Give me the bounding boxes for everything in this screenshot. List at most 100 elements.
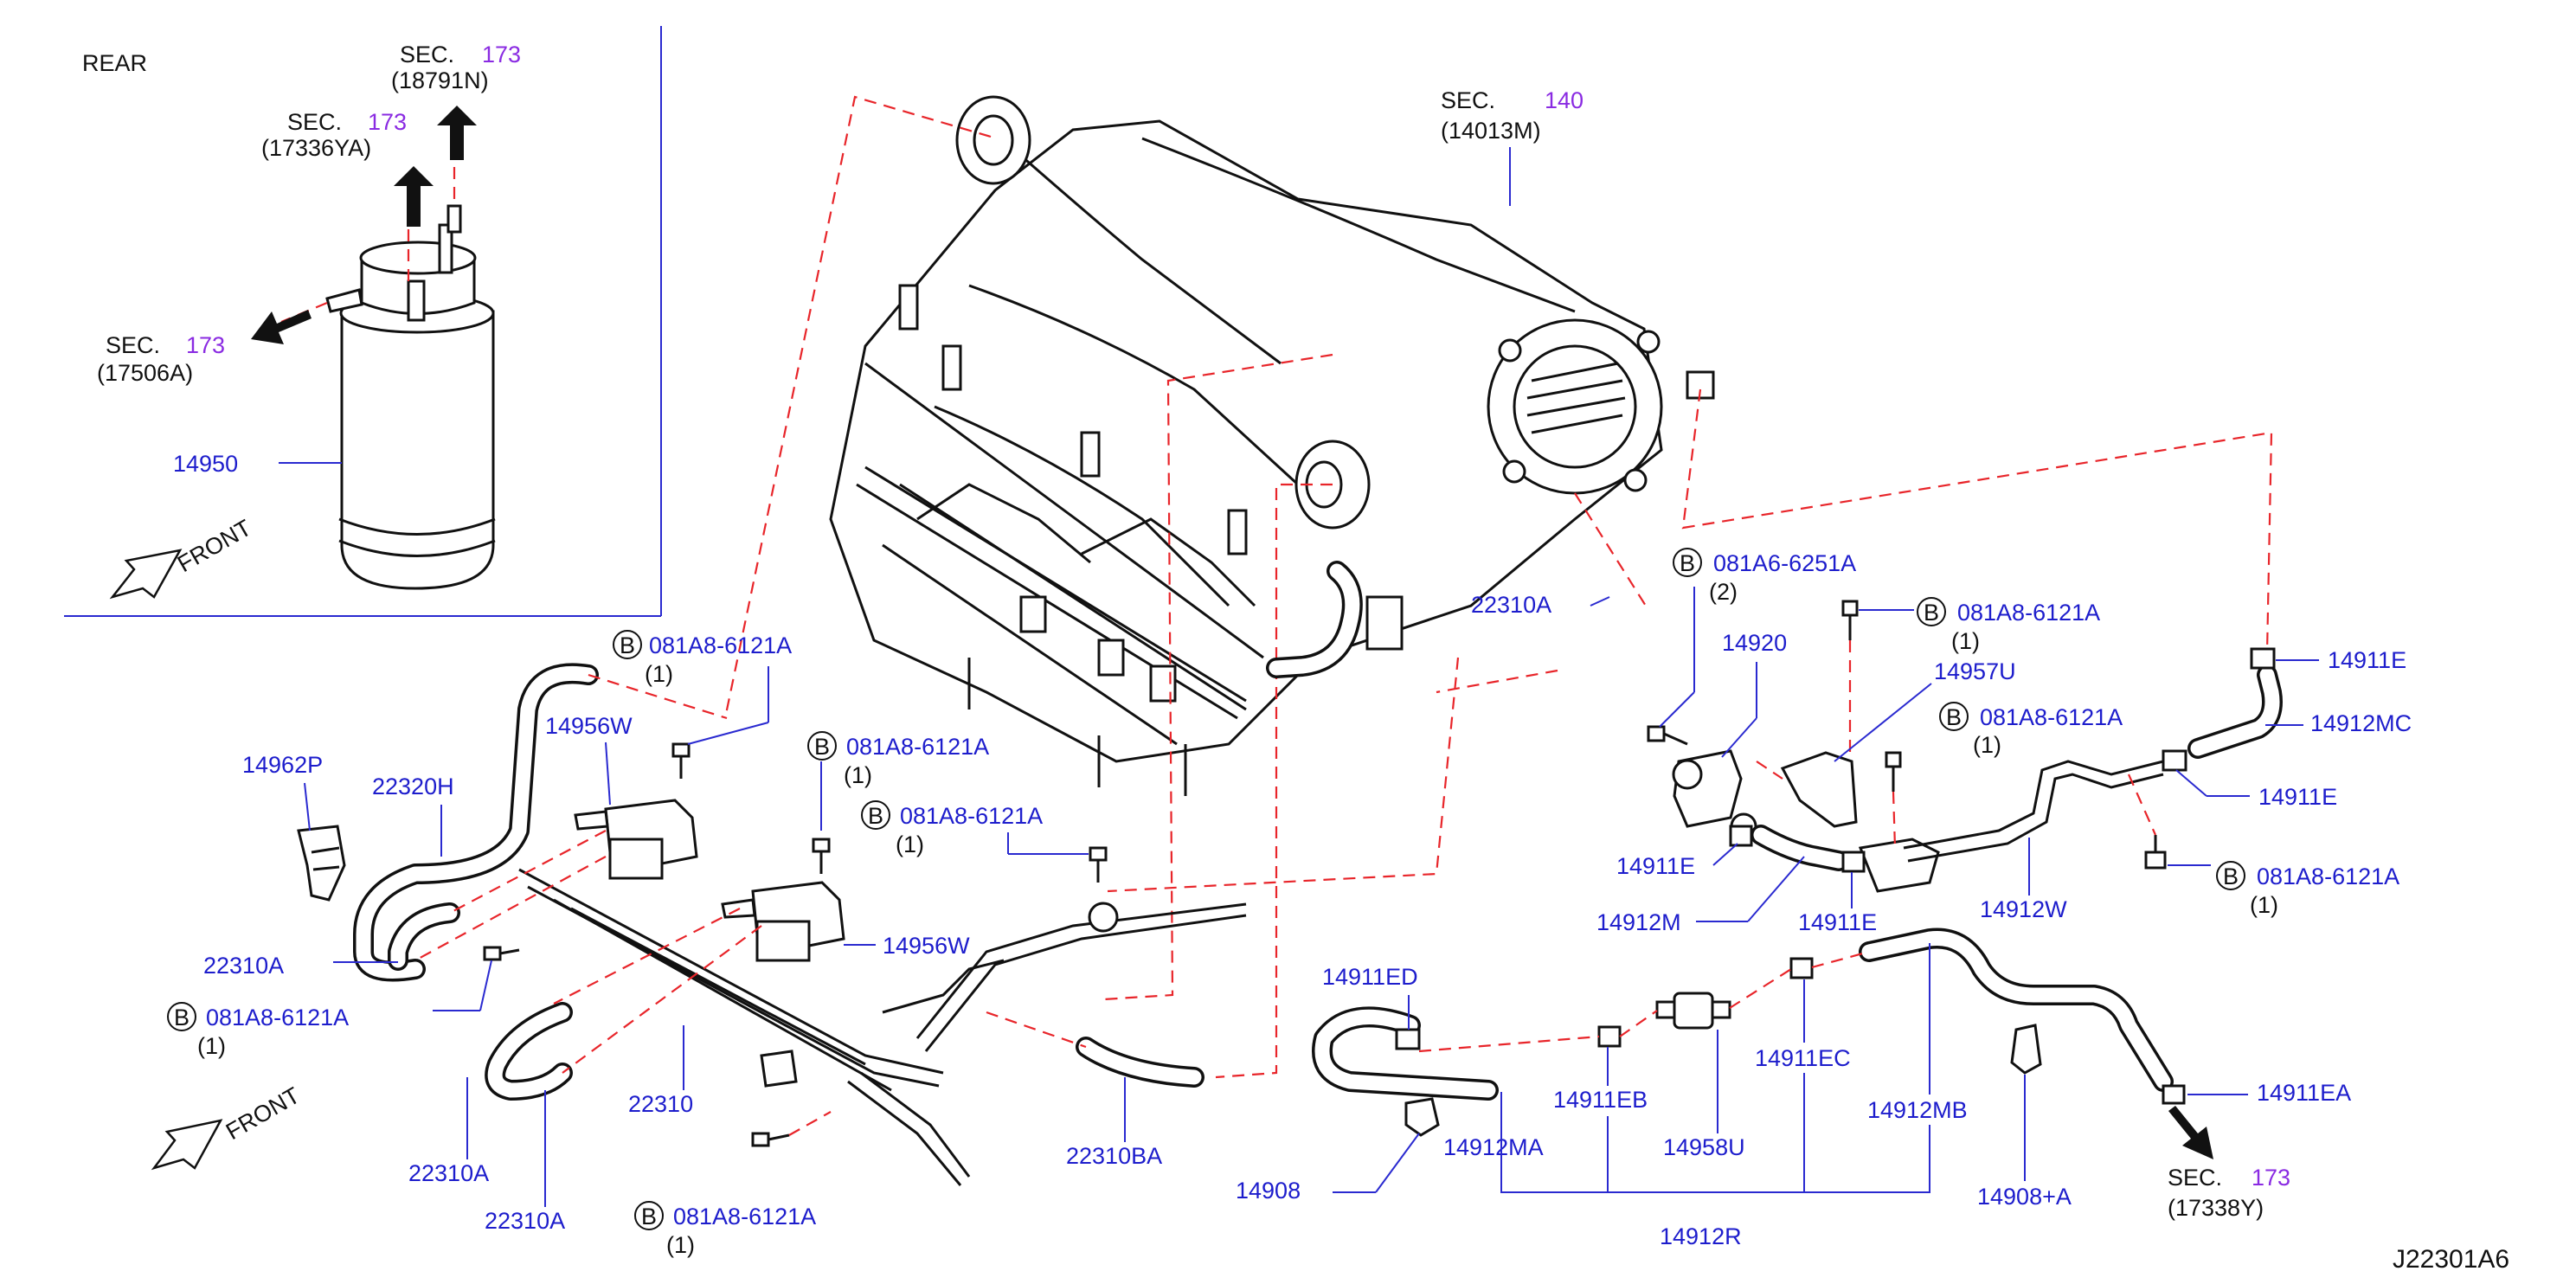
dash-r2 [1892,791,1897,849]
inset-sec-18791n-num[interactable]: 173 [482,42,521,67]
leader-14912r-bracket [1500,1125,1930,1193]
bolt-icon[interactable] [2144,835,2167,870]
label-22320h[interactable]: 22320H [372,774,454,799]
callout-bolt-6[interactable]: B 081A8-6121A (1) [1917,597,2100,654]
callout-bolt-5[interactable]: B 081A8-6121A (1) [634,1201,816,1258]
label-14911e-2[interactable]: 14911E [2258,784,2337,810]
clamp-14911ec[interactable] [1789,957,1814,979]
clamp-14911ea[interactable] [2162,1084,2186,1105]
label-14912ma[interactable]: 14912MA [1443,1134,1544,1160]
hose-22310a-u[interactable] [485,1002,573,1101]
callout-bolt-3[interactable]: B 081A8-6121A (1) [861,800,1043,857]
label-22310a-1[interactable]: 22310A [203,953,284,979]
hose-14912ma[interactable] [1312,1006,1499,1101]
throttle-body[interactable] [1487,318,1715,495]
label-14912mb[interactable]: 14912MB [1867,1097,1968,1123]
sec-140-code: (14013M) [1441,118,1541,144]
bolt-icon[interactable] [671,742,691,779]
label-14908[interactable]: 14908 [1236,1178,1301,1204]
clamp-14911e-a[interactable] [2250,647,2276,670]
solenoid-14956w-a[interactable] [574,799,698,880]
clamp-14911ed[interactable] [1395,1028,1421,1050]
intake-manifold-assembly[interactable] [829,95,1715,796]
bolt-icon[interactable] [1885,751,1902,792]
label-14911ec[interactable]: 14911EC [1755,1045,1851,1071]
label-14912m[interactable]: 14912M [1596,909,1681,935]
label-14911ed[interactable]: 14911ED [1322,964,1418,990]
valve-14920[interactable] [1672,749,1757,840]
label-22310a-4[interactable]: 22310A [1471,592,1551,618]
label-14962p[interactable]: 14962P [242,752,323,778]
bolt-icon[interactable] [1647,725,1688,746]
sec-173-code: (17338Y) [2168,1195,2264,1221]
clamp-14911eb[interactable] [1597,1025,1622,1048]
callout-bolt-1[interactable]: B 081A8-6121A (1) [613,630,792,687]
intake-port[interactable] [955,95,1031,185]
label-22310a-2[interactable]: 22310A [408,1160,489,1186]
label-14911ea[interactable]: 14911EA [2257,1080,2351,1106]
pipe-14912w[interactable] [1903,760,2164,863]
grommet-14908[interactable] [1404,1097,1440,1137]
callout-bolt-0[interactable]: B 081A6-6251A (2) [1673,548,1856,605]
callout-bolt-8[interactable]: B 081A8-6121A (1) [2216,861,2399,918]
bolt-icon[interactable] [751,1132,790,1147]
label-14958u[interactable]: 14958U [1663,1134,1745,1160]
sec-140-num[interactable]: 140 [1545,87,1584,113]
bolt-icon[interactable] [812,838,831,874]
clamp-14911e-c[interactable] [1729,825,1753,847]
label-14911e-1[interactable]: 14911E [2328,647,2406,673]
hose-22310a-left[interactable] [388,902,460,971]
dash-ref-g [1436,669,1558,694]
callout-bolt-7[interactable]: B 081A8-6121A (1) [1939,702,2123,758]
label-14950[interactable]: 14950 [173,451,238,477]
bolt-icon[interactable] [1089,846,1108,883]
bracket-22310[interactable] [518,868,971,1186]
label-22310[interactable]: 22310 [628,1091,693,1117]
label-14912mc[interactable]: 14912MC [2310,710,2412,736]
callout-bolt-2[interactable]: B 081A8-6121A (1) [807,731,989,788]
clamp-14911e-d[interactable] [1841,851,1866,873]
bolt-icon[interactable] [483,946,520,961]
label-14911e-3[interactable]: 14911E [1616,853,1695,879]
label-14956w-a[interactable]: 14956W [545,713,633,739]
label-14920[interactable]: 14920 [1722,630,1787,656]
clamp-14911e-b[interactable] [2162,749,2187,772]
label-14912r[interactable]: 14912R [1660,1223,1742,1249]
hose-14912mb[interactable] [1859,928,2174,1092]
inset-sec-17336ya-num[interactable]: 173 [368,109,407,135]
hose-14912m[interactable] [1751,825,1849,871]
label-22310ba[interactable]: 22310BA [1066,1143,1162,1169]
hose-22320h[interactable] [353,663,599,982]
clip-14962p[interactable] [297,825,346,902]
bracket-14912w[interactable] [1858,838,1940,893]
solenoid-14956w-b[interactable] [721,881,845,962]
clip-14908a[interactable] [2010,1024,2042,1075]
pipe-22310ba[interactable] [882,902,1247,1052]
label-14956w-b[interactable]: 14956W [883,933,970,959]
label-14957u[interactable]: 14957U [1934,658,2016,684]
inset-front-label: FRONT [173,515,256,577]
bolt-part-number: 081A8-6121A [206,1005,349,1030]
sec-173-num[interactable]: 173 [2252,1165,2290,1191]
dash-r7 [1729,968,1792,1009]
hose-22310ba[interactable] [1076,1037,1204,1088]
callout-bolt-4[interactable]: B 081A8-6121A (1) [167,1002,349,1059]
hose-22310a-right[interactable] [1266,561,1363,678]
bracket-14957u[interactable] [1780,751,1858,828]
canister-14950[interactable] [325,204,496,590]
inset-sec-18791n-sec: SEC. [400,42,454,67]
bolt-icon[interactable] [1841,600,1859,640]
label-14908a[interactable]: 14908+A [1977,1184,2072,1210]
leader-bolt-0b [1659,691,1695,728]
bolt-qty: (1) [197,1033,226,1059]
dash-r3 [1756,761,1783,780]
leader-14956w-a [605,742,611,806]
label-22310a-3[interactable]: 22310A [485,1208,565,1234]
hose-14912mc[interactable] [2187,664,2283,759]
label-14911e-4[interactable]: 14911E [1798,909,1877,935]
valve-14958u[interactable] [1655,992,1731,1030]
label-14911eb[interactable]: 14911EB [1553,1087,1648,1113]
label-14912w[interactable]: 14912W [1980,896,2067,922]
inset-sec-17506a-num[interactable]: 173 [186,332,225,358]
arrow-down-icon [2168,1106,2213,1159]
